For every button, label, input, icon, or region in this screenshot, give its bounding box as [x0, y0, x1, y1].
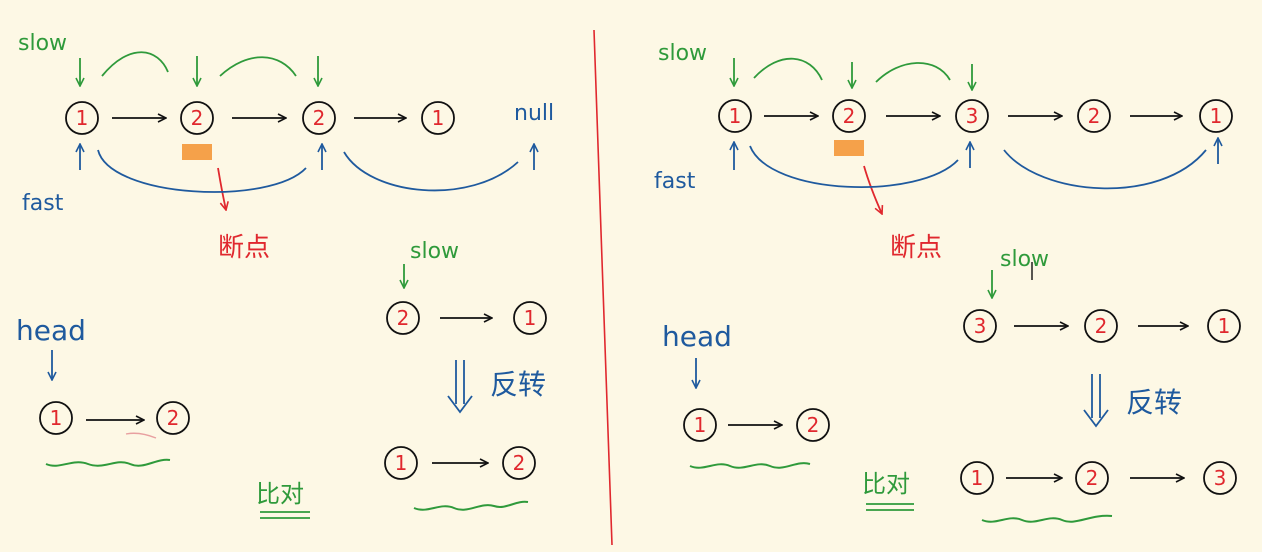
right-reversed-underline [981, 514, 1113, 523]
list-node: 1 [384, 446, 418, 480]
list-node: 1 [39, 401, 73, 435]
svg-text:3: 3 [974, 314, 987, 338]
left-breakpoint-mark [182, 144, 212, 160]
left-reverse-label: 反转 [490, 368, 546, 401]
svg-text:1: 1 [1210, 104, 1223, 128]
left-slow-label: slow [18, 31, 67, 56]
right-head-label: head [662, 320, 732, 353]
svg-text:1: 1 [76, 106, 89, 130]
list-node: 1 [1207, 309, 1241, 343]
svg-text:3: 3 [1214, 466, 1227, 490]
left-main-list: 1 2 2 1 [65, 101, 455, 135]
list-node: 2 [832, 99, 866, 133]
svg-text:1: 1 [50, 406, 63, 430]
svg-text:2: 2 [1088, 104, 1101, 128]
left-compare-label: 比对 [256, 480, 304, 508]
right-slow-list: 3 2 1 [963, 309, 1241, 343]
left-fast-label: fast [22, 191, 64, 216]
left-fast-arrows [80, 144, 534, 193]
right-breakpoint-label: 断点 [890, 233, 942, 263]
right-reversed-list: 1 2 3 [960, 461, 1237, 495]
left-head-label: head [16, 314, 86, 347]
svg-text:2: 2 [1086, 466, 1099, 490]
right-reverse-arrow [1083, 374, 1109, 428]
right-head-list: 1 2 [683, 408, 830, 442]
right-reverse-label: 反转 [1126, 386, 1182, 419]
left-slow-label-2: slow [410, 239, 459, 264]
list-node: 3 [1203, 461, 1237, 495]
right-panel: slow 1 2 3 [654, 41, 1241, 523]
list-node: 1 [960, 461, 994, 495]
left-null-label: null [514, 101, 554, 126]
right-compare-label: 比对 [862, 470, 910, 498]
left-head-underline [45, 458, 171, 467]
svg-text:2: 2 [807, 413, 820, 437]
list-node: 1 [683, 408, 717, 442]
svg-text:2: 2 [843, 104, 856, 128]
svg-text:3: 3 [966, 104, 979, 128]
list-node: 2 [180, 101, 214, 135]
list-node: 2 [502, 446, 536, 480]
svg-text:2: 2 [313, 106, 326, 130]
list-node: 1 [65, 101, 99, 135]
svg-text:1: 1 [524, 306, 537, 330]
right-slow-label-2: slow [1000, 247, 1049, 272]
list-node: 2 [156, 401, 190, 435]
list-node: 3 [963, 309, 997, 343]
list-node: 1 [718, 99, 752, 133]
svg-text:2: 2 [397, 306, 410, 330]
svg-text:1: 1 [971, 466, 984, 490]
svg-text:2: 2 [167, 406, 180, 430]
svg-text:1: 1 [395, 451, 408, 475]
right-slow-label: slow [658, 41, 707, 66]
list-node: 1 [421, 101, 455, 135]
left-reverse-arrow [447, 360, 473, 414]
left-breakpoint-label: 断点 [218, 233, 270, 263]
right-slow-arrows [734, 57, 972, 90]
left-head-list: 1 2 [39, 401, 190, 439]
left-slow-list: 2 1 [386, 301, 547, 335]
right-fast-arrows [734, 138, 1218, 190]
svg-text:1: 1 [432, 106, 445, 130]
list-node: 2 [1084, 309, 1118, 343]
right-head-underline [689, 462, 811, 469]
divider-line [593, 29, 613, 546]
left-reversed-list: 1 2 [384, 446, 536, 480]
svg-text:1: 1 [729, 104, 742, 128]
list-node: 2 [796, 408, 830, 442]
left-slow-arrows [80, 51, 318, 86]
svg-text:2: 2 [191, 106, 204, 130]
right-fast-label: fast [654, 169, 696, 194]
left-panel: slow 1 2 2 [16, 31, 554, 519]
right-breakpoint-mark [834, 140, 864, 156]
list-node: 3 [955, 99, 989, 133]
svg-text:2: 2 [1095, 314, 1108, 338]
list-node: 1 [1199, 99, 1233, 133]
list-node: 2 [302, 101, 336, 135]
right-main-list: 1 2 3 2 1 [718, 99, 1233, 133]
list-node: 2 [1075, 461, 1109, 495]
svg-text:1: 1 [1218, 314, 1231, 338]
list-node: 2 [386, 301, 420, 335]
svg-text:1: 1 [694, 413, 707, 437]
left-reversed-underline [413, 500, 529, 511]
svg-text:2: 2 [513, 451, 526, 475]
list-node: 2 [1077, 99, 1111, 133]
list-node: 1 [513, 301, 547, 335]
